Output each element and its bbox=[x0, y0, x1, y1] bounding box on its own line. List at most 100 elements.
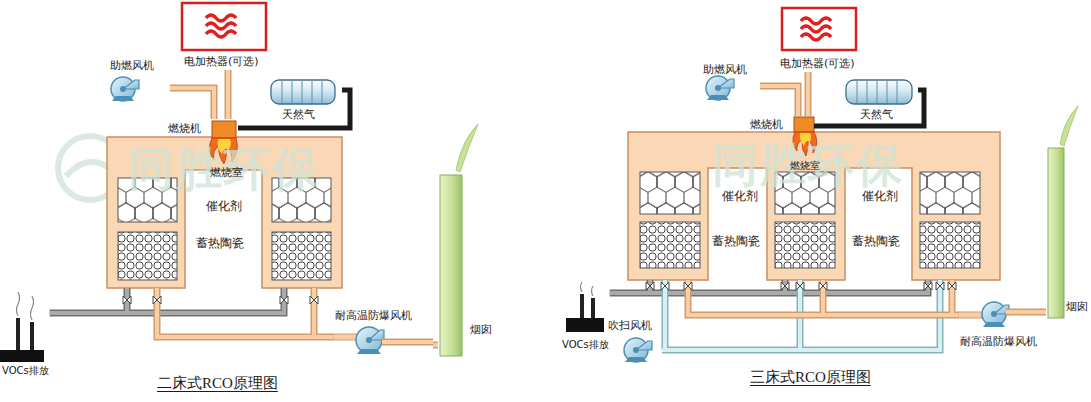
pipe bbox=[50, 288, 284, 313]
factory-icon bbox=[0, 292, 44, 362]
node-label: VOCs排放 bbox=[2, 366, 49, 376]
caption: 二床式RCO原理图 bbox=[157, 376, 278, 391]
pipe bbox=[433, 343, 438, 347]
node-label: 天然气 bbox=[282, 109, 315, 120]
chamber-shell bbox=[107, 137, 342, 288]
pipe-connector bbox=[760, 86, 798, 116]
pipe-connector bbox=[157, 288, 333, 337]
node-label: 催化剂 bbox=[862, 190, 898, 202]
pipe bbox=[806, 72, 810, 116]
chimney-box: 烟囱 bbox=[438, 172, 500, 358]
heater-box: 电加热器(可选) bbox=[776, 6, 866, 72]
fan-icon bbox=[706, 76, 734, 100]
pipe-connector bbox=[228, 70, 229, 119]
pipe bbox=[760, 86, 798, 116]
pipe bbox=[433, 342, 438, 349]
chamber-box: 燃烧室催化剂蓄热陶瓷 bbox=[107, 137, 342, 288]
pipe-connector bbox=[808, 72, 809, 116]
valve-symbol bbox=[781, 282, 789, 290]
pipe-connector bbox=[688, 280, 958, 315]
node-label: 燃烧室 bbox=[790, 161, 820, 171]
pipe bbox=[1040, 309, 1046, 316]
chamber-box: 燃烧室催化剂催化剂蓄热陶瓷蓄热陶瓷 bbox=[628, 132, 1000, 280]
node-label: 催化剂 bbox=[206, 200, 242, 212]
pipe-connector bbox=[238, 90, 350, 128]
pipe bbox=[170, 88, 214, 119]
fan-box: 耐高温防爆风机 bbox=[333, 308, 433, 358]
pipe-connector bbox=[50, 288, 284, 313]
node-label: 催化剂 bbox=[722, 190, 758, 202]
node-label: 天然气 bbox=[860, 109, 893, 120]
pipe bbox=[610, 280, 928, 293]
burner bbox=[212, 121, 236, 138]
pipe bbox=[157, 288, 333, 337]
node-label: 电加热器(可选) bbox=[780, 58, 855, 69]
valve-symbol bbox=[948, 282, 956, 290]
pipe bbox=[688, 280, 958, 315]
node-label: 燃烧机 bbox=[168, 123, 201, 134]
electric-heater bbox=[182, 3, 266, 50]
node-label: 耐高温防爆风机 bbox=[960, 336, 1037, 347]
node-label: VOCs排放 bbox=[562, 340, 609, 350]
pipe-connector bbox=[1040, 312, 1046, 313]
valve-symbol bbox=[280, 296, 288, 304]
valve-symbol bbox=[819, 282, 827, 290]
caption: 三床式RCO原理图 bbox=[750, 370, 871, 385]
fan-icon bbox=[958, 302, 1040, 327]
node-label: 助燃风机 bbox=[110, 60, 154, 71]
node-label: 吹扫风机 bbox=[608, 320, 652, 331]
pipe-connector bbox=[433, 345, 438, 346]
pipe bbox=[805, 72, 812, 116]
valve-symbol bbox=[123, 282, 956, 304]
valve-symbol bbox=[646, 282, 654, 290]
fan-box: 助燃风机 bbox=[700, 62, 760, 106]
node-label: 助燃风机 bbox=[703, 64, 747, 75]
node-label: 电加热器(可选) bbox=[184, 56, 259, 67]
chimney-box: 烟囱 bbox=[1046, 145, 1090, 320]
pipe bbox=[760, 86, 798, 116]
heater-box: 电加热器(可选) bbox=[180, 2, 270, 70]
pipe bbox=[688, 280, 958, 315]
chimney bbox=[440, 124, 478, 356]
valve-symbol bbox=[796, 282, 804, 290]
pipe bbox=[610, 280, 928, 293]
source-box: VOCs排放 bbox=[0, 290, 50, 380]
source-box: VOCs排放 bbox=[558, 286, 610, 352]
node-label: 耐高温防爆风机 bbox=[335, 310, 412, 321]
chamber-shell bbox=[628, 132, 1000, 280]
gas-tank bbox=[846, 80, 912, 104]
valve-symbol bbox=[684, 282, 692, 290]
node-label: 蓄热陶瓷 bbox=[196, 237, 244, 249]
pipe-connector bbox=[610, 280, 928, 293]
node-label: 烟囱 bbox=[470, 324, 492, 335]
fan-box: 耐高温防爆风机 bbox=[958, 300, 1040, 350]
pipe bbox=[814, 90, 924, 126]
valve-symbol bbox=[924, 282, 932, 290]
node-label: 燃烧机 bbox=[750, 119, 783, 130]
pipe-connector bbox=[170, 88, 214, 119]
regenerator-bed bbox=[118, 178, 331, 280]
node-label: 烟囱 bbox=[1066, 301, 1088, 312]
gas-tank-box: 天然气 bbox=[266, 76, 342, 122]
pipe bbox=[226, 70, 230, 119]
electric-heater bbox=[782, 8, 856, 50]
valve-symbol bbox=[123, 296, 131, 304]
node-label: 燃烧室 bbox=[210, 167, 243, 178]
chimney bbox=[1048, 106, 1078, 318]
gas-tank-box: 天然气 bbox=[842, 76, 918, 122]
pipe bbox=[1040, 310, 1046, 314]
node-label: 蓄热陶瓷 bbox=[852, 235, 900, 247]
burner bbox=[794, 117, 814, 132]
pipe bbox=[225, 70, 232, 119]
valve-symbol bbox=[936, 282, 944, 290]
pipe bbox=[157, 288, 333, 337]
valve-symbol bbox=[661, 282, 669, 290]
pipe bbox=[238, 90, 350, 128]
pipe bbox=[50, 288, 284, 313]
pipe-connector bbox=[814, 90, 924, 126]
pipe bbox=[170, 88, 214, 119]
